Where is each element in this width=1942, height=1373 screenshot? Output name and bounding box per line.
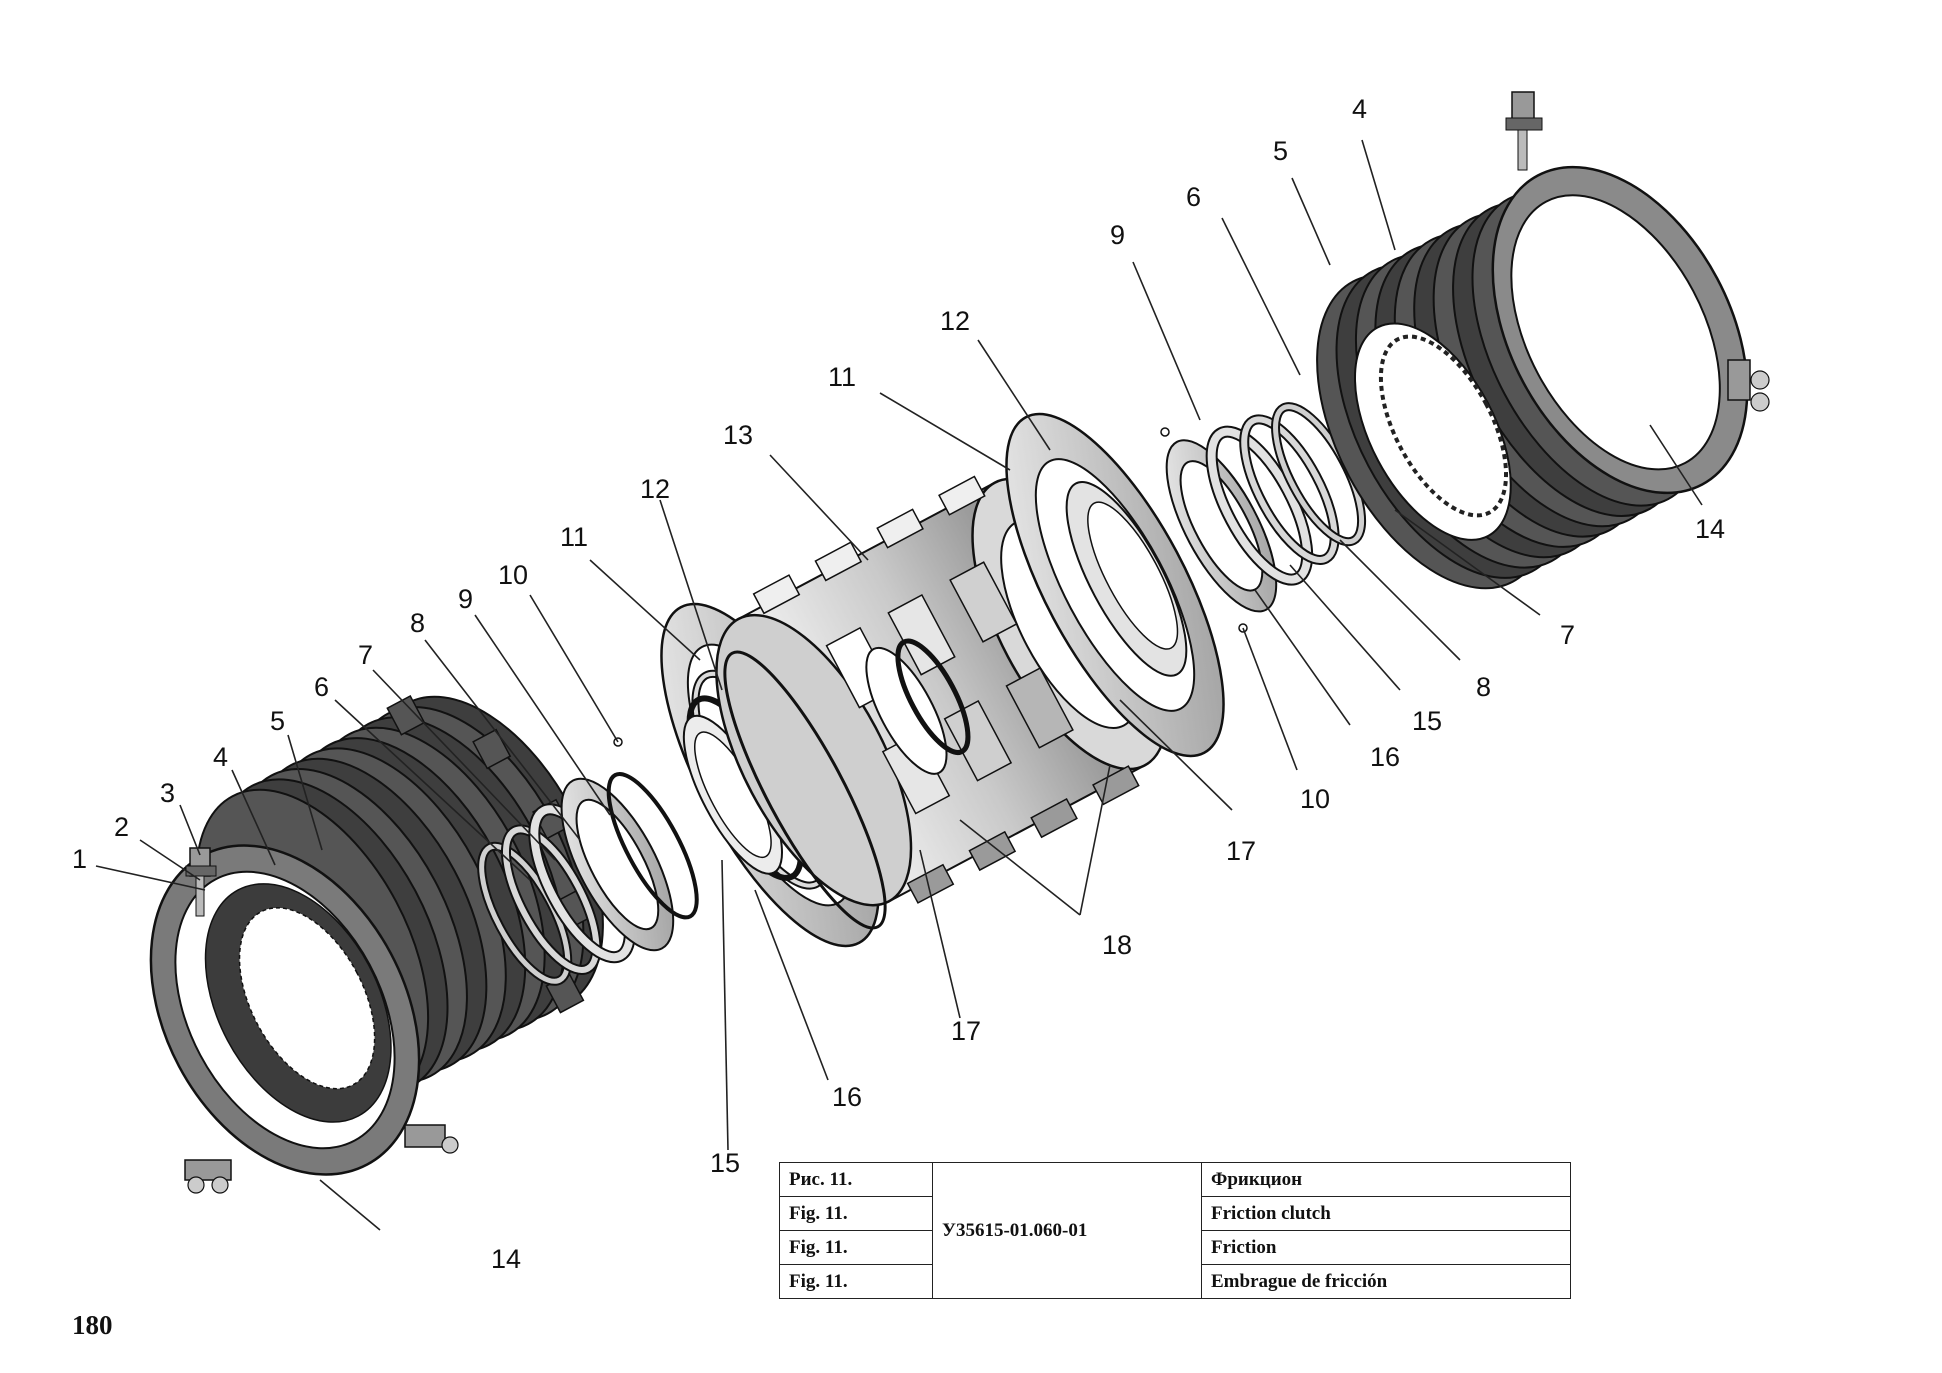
callout-6-right: 6 xyxy=(1186,182,1201,212)
page-number: 180 xyxy=(72,1310,113,1340)
left-clamp-bolt-bottom xyxy=(184,1159,232,1194)
callout-2-left: 2 xyxy=(114,812,129,842)
callout-7-right: 7 xyxy=(1560,620,1575,650)
callout-15-right: 15 xyxy=(1412,706,1442,736)
callout-10-left: 10 xyxy=(498,560,528,590)
callout-6-left: 6 xyxy=(314,672,329,702)
caption-fig-ru: Рис. 11. xyxy=(779,1162,933,1197)
callout-5-left: 5 xyxy=(270,706,285,736)
right-disc-stack xyxy=(1316,91,1770,590)
callout-7-left: 7 xyxy=(358,640,373,670)
callout-4-left: 4 xyxy=(213,742,228,772)
callout-14-left: 14 xyxy=(491,1244,521,1274)
caption-title-es: Embrague de fricción xyxy=(1201,1264,1571,1299)
callout-18: 18 xyxy=(1102,930,1132,960)
caption-fig-es: Fig. 11. xyxy=(779,1264,933,1299)
left-clamp-bolt-side xyxy=(404,1124,459,1154)
callout-8-left: 8 xyxy=(410,608,425,638)
callout-17-left: 17 xyxy=(951,1016,981,1046)
caption-title-fr: Friction xyxy=(1201,1230,1571,1265)
callout-11-right: 11 xyxy=(828,362,856,392)
left-disc-stack xyxy=(149,695,604,1194)
callout-16-right: 16 xyxy=(1370,742,1400,772)
right-clamp-bolt-top xyxy=(1505,91,1543,171)
right-clamp-bolt-side xyxy=(1727,359,1770,412)
callout-9-right: 9 xyxy=(1110,220,1125,250)
callout-11-left: 11 xyxy=(560,522,588,552)
callout-labels: 1 2 3 4 5 6 7 8 9 10 11 12 13 14 15 16 1… xyxy=(72,94,1725,1274)
callout-17-right: 17 xyxy=(1226,836,1256,866)
callout-12-right: 12 xyxy=(940,306,970,336)
caption-fig-en: Fig. 11. xyxy=(779,1196,933,1231)
callout-8-right: 8 xyxy=(1476,672,1491,702)
caption-title-en: Friction clutch xyxy=(1201,1196,1571,1231)
callout-9-left: 9 xyxy=(458,584,473,614)
callout-16-left: 16 xyxy=(832,1082,862,1112)
callout-4-right: 4 xyxy=(1352,94,1367,124)
callout-5-right: 5 xyxy=(1273,136,1288,166)
caption-fig-fr: Fig. 11. xyxy=(779,1230,933,1265)
callout-10-right: 10 xyxy=(1300,784,1330,814)
callout-14-right: 14 xyxy=(1695,514,1725,544)
leader-lines xyxy=(95,139,1703,1231)
left-clamp-bolt-top xyxy=(185,847,217,917)
callout-15-left: 15 xyxy=(710,1148,740,1178)
caption-part-number: У35615-01.060-01 xyxy=(932,1162,1202,1299)
callout-12-left: 12 xyxy=(640,474,670,504)
callout-1-left: 1 xyxy=(72,844,87,874)
callout-13: 13 xyxy=(723,420,753,450)
right-piston xyxy=(1005,412,1248,758)
callout-3-left: 3 xyxy=(160,778,175,808)
figure-caption-table: Рис. 11. У35615-01.060-01 Фрикцион Fig. … xyxy=(779,1162,1571,1299)
caption-title-ru: Фрикцион xyxy=(1201,1162,1571,1197)
left-seal-rings xyxy=(477,737,699,986)
